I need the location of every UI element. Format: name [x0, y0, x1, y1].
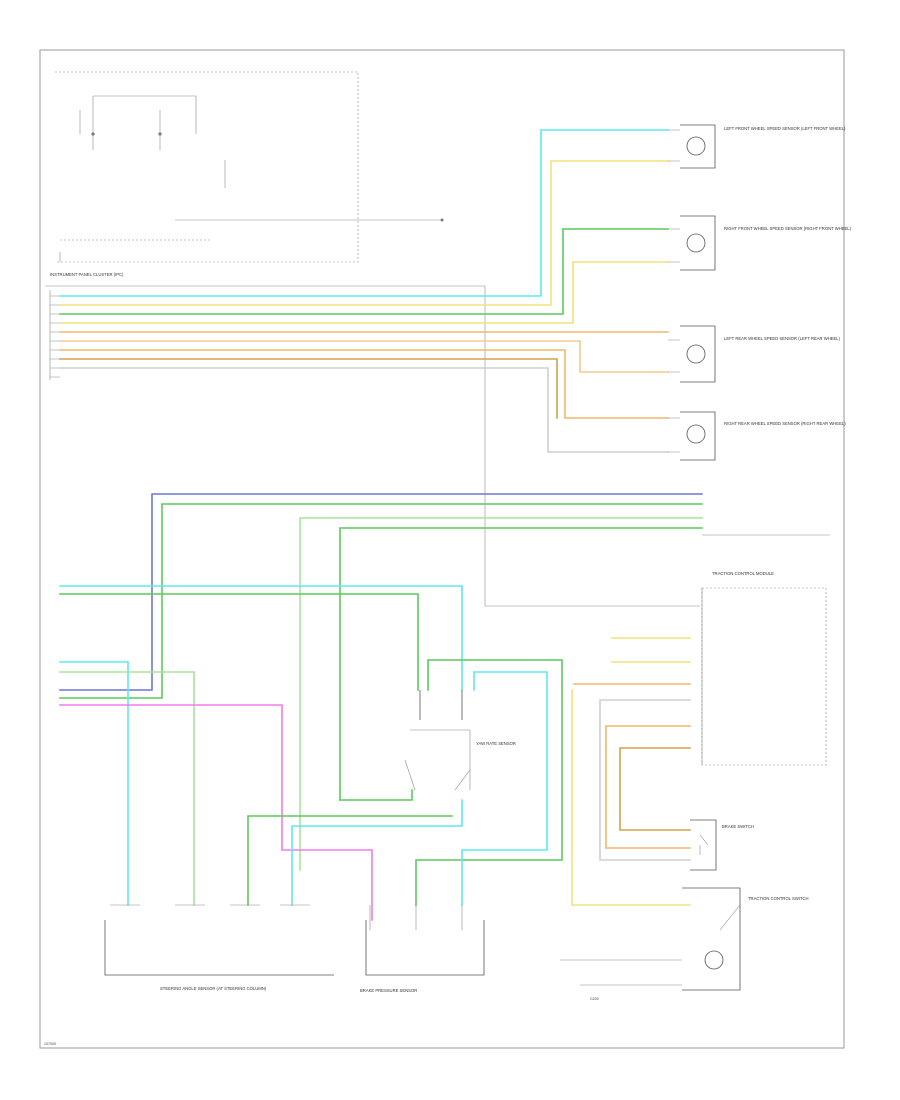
wire-orange-lr2	[59, 340, 669, 373]
wire-green-ss2	[247, 815, 453, 906]
lr-wheel-sensor: LEFT REAR WHEEL SPEED SENSOR (LEFT REAR …	[668, 325, 841, 383]
module-right-wires	[571, 637, 691, 906]
wheel-speed-sensors: LEFT FRONT WHEEL SPEED SENSOR (LEFT FRON…	[668, 124, 852, 461]
traction-control-module: TRACTION CONTROL MODULE	[701, 534, 830, 766]
lf-wheel-sensor: LEFT FRONT WHEEL SPEED SENSOR (LEFT FRON…	[668, 124, 846, 169]
wire-green-mod1	[59, 503, 703, 699]
module-wires	[59, 493, 703, 921]
wire-cyan-mid	[59, 585, 463, 691]
wire-yellow-rf	[59, 261, 669, 324]
ground-label: G200	[590, 997, 599, 1001]
rf-wheel-sensor-label: RIGHT FRONT WHEEL SPEED SENSOR (RIGHT FR…	[724, 226, 852, 231]
wire-lgreen-mod	[299, 517, 703, 871]
wire-gray-m	[599, 699, 691, 861]
traction-switch-label: TRACTION CONTROL SWITCH	[748, 896, 809, 901]
rr-wheel-sensor: RIGHT REAR WHEEL SPEED SENSOR (RIGHT REA…	[668, 411, 846, 461]
wire-yellow-switch	[571, 689, 691, 906]
wire-cyan-hub	[461, 671, 548, 906]
yaw-rate-sensor-label: YAW RATE SENSOR	[476, 741, 516, 746]
wire-magenta	[59, 704, 373, 921]
wire-green-ss	[59, 671, 195, 906]
steering-sensor-label: STEERING ANGLE SENSOR (AT STEERING COLUM…	[160, 986, 267, 991]
steering-angle-sensor: STEERING ANGLE SENSOR (AT STEERING COLUM…	[104, 904, 334, 991]
control-module-title: TRACTION CONTROL MODULE	[712, 571, 774, 576]
pressure-sensor-label: BRAKE PRESSURE SENSOR	[360, 988, 417, 993]
cluster-title: INSTRUMENT PANEL CLUSTER (IPC)	[50, 272, 124, 277]
rr-wheel-sensor-label: RIGHT REAR WHEEL SPEED SENSOR (RIGHT REA…	[724, 421, 846, 426]
wire-yellow-lf	[59, 160, 669, 306]
wire-brown-rr	[59, 358, 558, 419]
lr-wheel-sensor-label: LEFT REAR WHEEL SPEED SENSOR (LEFT REAR …	[724, 336, 841, 341]
wire-green-mid	[59, 593, 419, 691]
wire-brown-m	[619, 747, 691, 831]
wire-cyan-lf	[59, 129, 669, 297]
traction-switch: TRACTION CONTROL SWITCH G200	[560, 887, 809, 1001]
wire-cyan-ss2	[291, 799, 463, 906]
ipc-wires	[59, 129, 669, 453]
wire-cyan-ss1	[59, 661, 129, 906]
wire-blue-mod	[59, 493, 703, 691]
diagram-frame	[39, 49, 845, 1049]
lf-wheel-sensor-label: LEFT FRONT WHEEL SPEED SENSOR (LEFT FRON…	[724, 126, 846, 131]
wire-green-hub	[415, 659, 563, 906]
rf-wheel-sensor: RIGHT FRONT WHEEL SPEED SENSOR (RIGHT FR…	[668, 215, 852, 271]
wire-orange-m2	[605, 725, 691, 849]
brake-pressure-sensor: BRAKE PRESSURE SENSOR	[360, 905, 485, 993]
wire-green-rf	[59, 228, 669, 315]
ipc-connector-pins	[45, 285, 700, 607]
brake-switch-label: BRAKE SWITCH	[722, 824, 754, 829]
brake-switch: BRAKE SWITCH	[690, 819, 754, 871]
wire-green-low	[339, 789, 413, 801]
wire-orange-rr1	[59, 349, 669, 419]
yaw-rate-sensor: YAW RATE SENSOR	[404, 690, 516, 791]
wire-green-mod2	[339, 527, 703, 801]
page-footer-id: 107000	[44, 1042, 56, 1046]
fuse-block-area	[55, 71, 444, 263]
wire-gray-rr	[59, 367, 669, 453]
